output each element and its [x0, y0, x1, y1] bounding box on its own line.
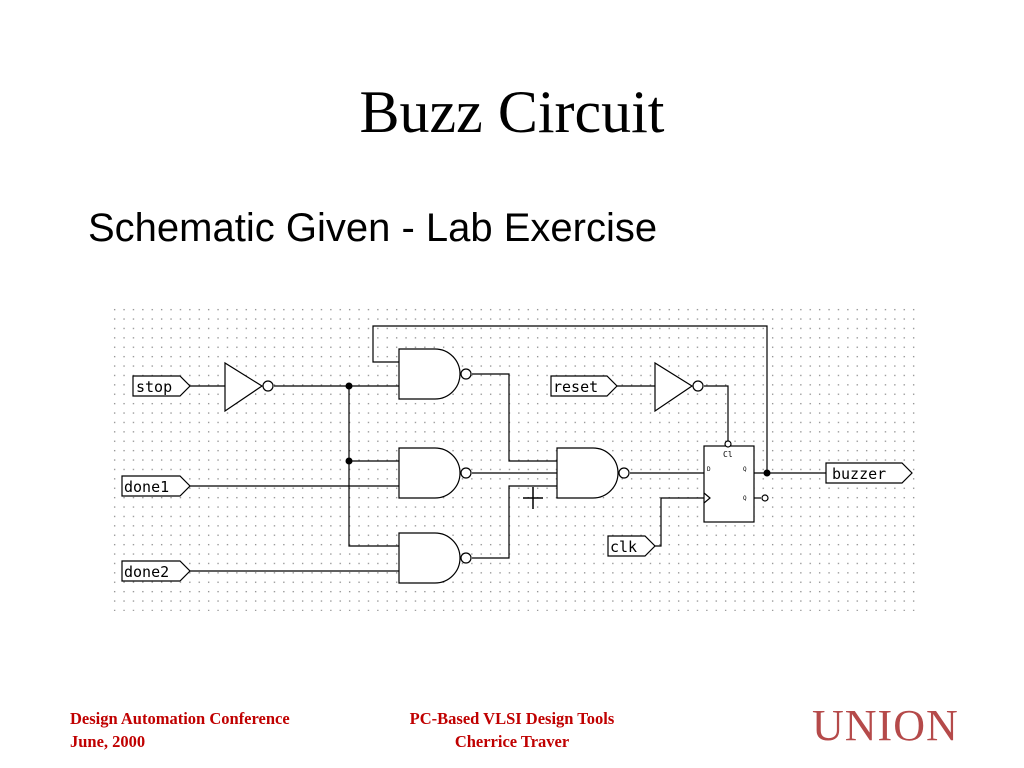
nand-gate-4: [556, 447, 619, 499]
flipflop-clear-bubble: [724, 440, 732, 448]
nand-gate-2-bubble: [460, 467, 472, 479]
buzz-schematic: stop done1 done2 reset clk buzzer Cl D Q…: [110, 305, 916, 611]
flipflop-q-label: Q: [743, 466, 747, 473]
inverter-stop-bubble: [262, 380, 274, 392]
wires: [190, 325, 826, 572]
reset-input-flag: [550, 375, 618, 397]
nand-gate-1: [398, 348, 461, 400]
inverter-reset-bubble: [692, 380, 704, 392]
nand-gate-3-bubble: [460, 552, 472, 564]
junction-dot: [345, 382, 353, 390]
slide-subtitle: Schematic Given - Lab Exercise: [88, 206, 658, 250]
inverter-stop: [224, 361, 264, 413]
flipflop-d-label: D: [707, 466, 711, 473]
nand-gate-4-bubble: [618, 467, 630, 479]
inverter-reset: [654, 361, 694, 413]
reset-label: reset: [553, 378, 598, 396]
nand-gate-2: [398, 447, 461, 499]
stop-input-flag: [132, 375, 191, 397]
footer-conference-name: Design Automation Conference: [70, 709, 290, 728]
buzzer-output-flag: [825, 462, 913, 484]
crosshair-cursor-icon: [523, 487, 543, 509]
footer-course: PC-Based VLSI Design Tools Cherrice Trav…: [380, 707, 644, 753]
done1-input-flag: [121, 475, 191, 497]
buzzer-label: buzzer: [832, 465, 886, 483]
done2-label: done2: [124, 563, 169, 581]
footer-date: June, 2000: [70, 732, 146, 751]
d-flipflop: [703, 445, 755, 523]
clk-label: clk: [610, 538, 637, 556]
done2-input-flag: [121, 560, 191, 582]
flipflop-clr-label: Cl: [723, 450, 733, 459]
nand-gate-3: [398, 532, 461, 584]
flipflop-qbar-label: Q: [743, 495, 747, 502]
done1-label: done1: [124, 478, 169, 496]
slide-title: Buzz Circuit: [359, 79, 665, 145]
junction-dot: [345, 457, 353, 465]
flipflop-clock-triangle: [703, 492, 711, 504]
footer-conference: Design Automation Conference June, 2000: [70, 707, 290, 753]
grid-background: [110, 305, 916, 611]
footer-course-title: PC-Based VLSI Design Tools: [409, 709, 615, 728]
junction-dot: [763, 469, 771, 477]
nand-gate-1-bubble: [460, 368, 472, 380]
union-logo: UNION: [812, 701, 959, 750]
stop-label: stop: [136, 378, 172, 396]
flipflop-qbar-bubble: [761, 494, 769, 502]
footer-author: Cherrice Traver: [454, 732, 570, 751]
clk-input-flag: [607, 535, 656, 557]
